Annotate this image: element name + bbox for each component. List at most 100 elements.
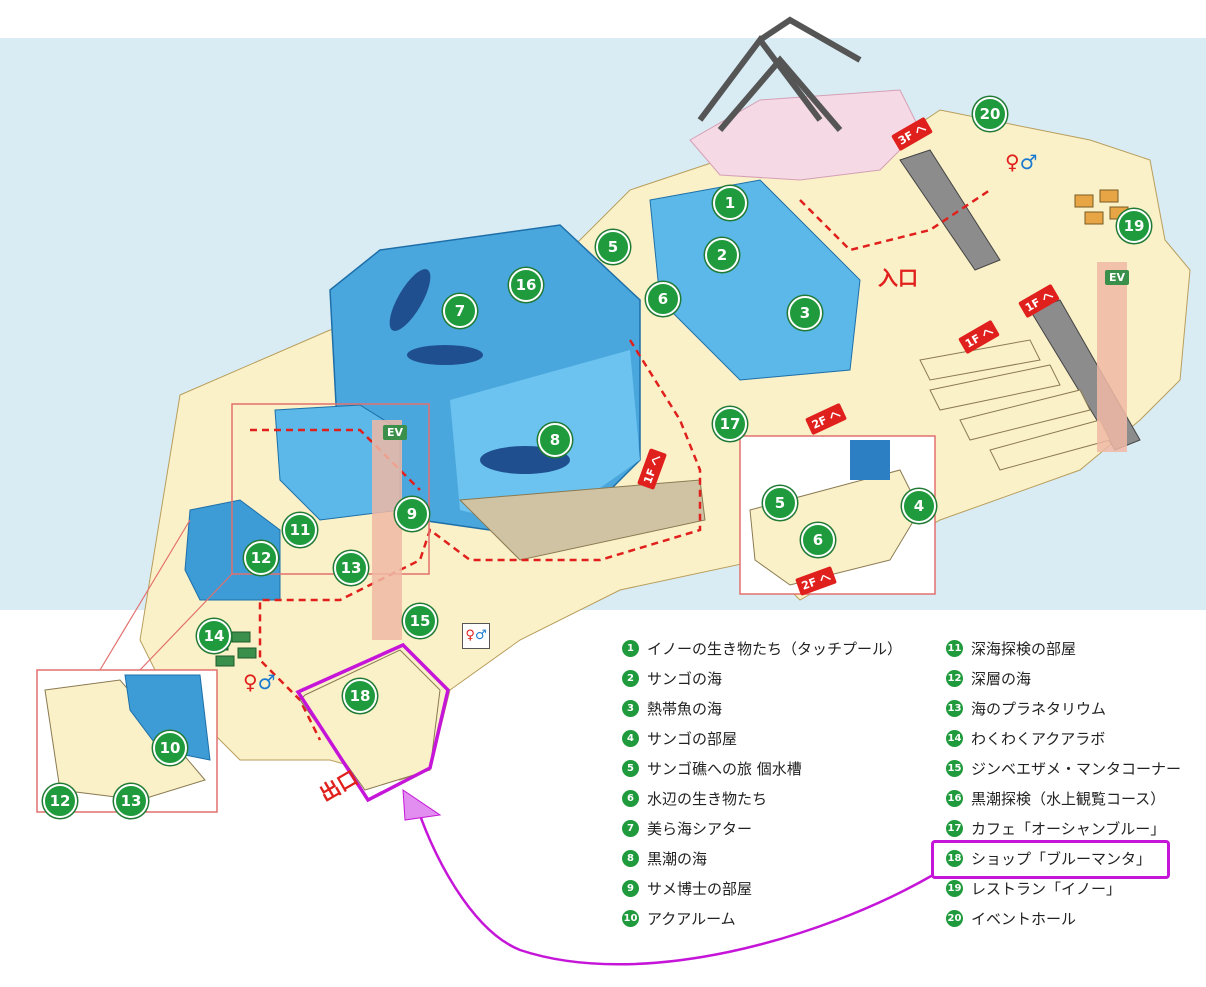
legend-item[interactable]: 17 カフェ「オーシャンブルー」 xyxy=(946,818,1165,839)
legend-number: 9 xyxy=(622,880,639,897)
legend-label: 美ら海シアター xyxy=(647,820,753,838)
legend-item[interactable]: 16 黒潮探検（水上観覧コース） xyxy=(946,788,1165,809)
legend-item[interactable]: 19 レストラン「イノー」 xyxy=(946,878,1121,899)
legend-number: 20 xyxy=(946,910,963,927)
legend-label: 黒潮の海 xyxy=(647,850,708,868)
legend-item[interactable]: 7 美ら海シアター xyxy=(622,818,752,839)
elevator-shaft xyxy=(1097,262,1127,452)
shop-floor xyxy=(299,649,441,791)
inset-bottom-floor xyxy=(44,679,206,801)
map-marker-20[interactable]: 20 xyxy=(973,97,1007,131)
inset-frame-left xyxy=(231,403,430,575)
legend-number: 1 xyxy=(622,640,639,657)
legend-label: 海のプラネタリウム xyxy=(971,700,1107,718)
inset-marker-10[interactable]: 10 xyxy=(153,731,187,765)
legend-number: 19 xyxy=(946,880,963,897)
map-marker-11[interactable]: 11 xyxy=(283,513,317,547)
inset-right-tank xyxy=(850,440,890,480)
map-marker-1[interactable]: 1 xyxy=(713,186,747,220)
legend-number: 13 xyxy=(946,700,963,717)
entrance-label: 入口 xyxy=(878,266,918,290)
map-marker-9[interactable]: 9 xyxy=(395,497,429,531)
elevator-sign: EV xyxy=(383,425,408,440)
shop-highlight-outline xyxy=(295,642,450,803)
legend-label: イベントホール xyxy=(971,910,1077,928)
legend-item[interactable]: 10 アクアルーム xyxy=(622,908,736,929)
legend-item[interactable]: 15 ジンベエザメ・マンタコーナー xyxy=(946,758,1181,779)
restroom-icon: ♀♂ xyxy=(1005,150,1038,174)
inset-connector xyxy=(139,573,233,671)
legend-label: ジンベエザメ・マンタコーナー xyxy=(971,760,1182,778)
legend-label: 黒潮探検（水上観覧コース） xyxy=(971,790,1166,808)
legend-label: レストラン「イノー」 xyxy=(971,880,1122,898)
legend-label: サメ博士の部屋 xyxy=(647,880,753,898)
legend-number: 2 xyxy=(622,670,639,687)
map-marker-19[interactable]: 19 xyxy=(1117,209,1151,243)
legend-item[interactable]: 13 海のプラネタリウム xyxy=(946,698,1106,719)
map-marker-6[interactable]: 6 xyxy=(646,282,680,316)
legend-item[interactable]: 9 サメ博士の部屋 xyxy=(622,878,752,899)
legend-number: 10 xyxy=(622,910,639,927)
map-marker-5[interactable]: 5 xyxy=(596,230,630,264)
legend-label: 水辺の生き物たち xyxy=(647,790,768,808)
map-marker-14[interactable]: 14 xyxy=(197,619,231,653)
highlight-arrow-head xyxy=(402,789,442,821)
inset-marker-12[interactable]: 12 xyxy=(43,784,77,818)
map-marker-15[interactable]: 15 xyxy=(403,604,437,638)
restroom-icon: ♀♂ xyxy=(243,670,276,694)
legend-label: わくわくアクアラボ xyxy=(971,730,1106,748)
map-marker-12[interactable]: 12 xyxy=(244,541,278,575)
legend-number: 14 xyxy=(946,730,963,747)
inset-marker-5[interactable]: 5 xyxy=(763,486,797,520)
whale-shark-shape xyxy=(407,345,483,365)
legend-item[interactable]: 11 深海探検の部屋 xyxy=(946,638,1076,659)
map-marker-13[interactable]: 13 xyxy=(334,551,368,585)
legend-label: 深海探検の部屋 xyxy=(971,640,1077,658)
legend-item[interactable]: 14 わくわくアクアラボ xyxy=(946,728,1105,749)
visitor-route xyxy=(250,428,421,491)
inset-marker-13[interactable]: 13 xyxy=(114,784,148,818)
map-marker-18[interactable]: 18 xyxy=(343,679,377,713)
outdoor-steps xyxy=(919,339,1111,471)
map-marker-8[interactable]: 8 xyxy=(538,423,572,457)
legend-item[interactable]: 20 イベントホール xyxy=(946,908,1076,929)
legend-number: 6 xyxy=(622,790,639,807)
legend-label: サンゴの海 xyxy=(647,670,723,688)
inset-marker-6[interactable]: 6 xyxy=(801,523,835,557)
highlight-arrow xyxy=(413,799,934,966)
map-marker-16[interactable]: 16 xyxy=(509,268,543,302)
legend-number: 11 xyxy=(946,640,963,657)
legend-label: カフェ「オーシャンブルー」 xyxy=(971,820,1166,838)
legend-label: 深層の海 xyxy=(971,670,1032,688)
map-marker-4[interactable]: 4 xyxy=(902,489,936,523)
escalator-3f xyxy=(899,149,1001,271)
elevator-sign: EV xyxy=(1105,270,1130,285)
map-marker-7[interactable]: 7 xyxy=(443,294,477,328)
legend-item[interactable]: 2 サンゴの海 xyxy=(622,668,722,689)
legend-item[interactable]: 4 サンゴの部屋 xyxy=(622,728,737,749)
legend-label: サンゴの部屋 xyxy=(647,730,738,748)
map-marker-2[interactable]: 2 xyxy=(705,238,739,272)
map-marker-3[interactable]: 3 xyxy=(788,296,822,330)
legend-number: 4 xyxy=(622,730,639,747)
theater-seats xyxy=(458,479,706,561)
legend-number: 16 xyxy=(946,790,963,807)
legend-label: アクアルーム xyxy=(647,910,736,928)
restroom-icon: ♀♂ xyxy=(462,623,490,649)
map-marker-17[interactable]: 17 xyxy=(713,407,747,441)
legend-number: 15 xyxy=(946,760,963,777)
legend-number: 17 xyxy=(946,820,963,837)
legend-number: 7 xyxy=(622,820,639,837)
legend-number: 5 xyxy=(622,760,639,777)
whale-shark-shape xyxy=(389,269,431,331)
inset-connector xyxy=(99,519,191,671)
legend-item[interactable]: 6 水辺の生き物たち xyxy=(622,788,767,809)
legend-label: ショップ「ブルーマンタ」 xyxy=(971,850,1152,868)
